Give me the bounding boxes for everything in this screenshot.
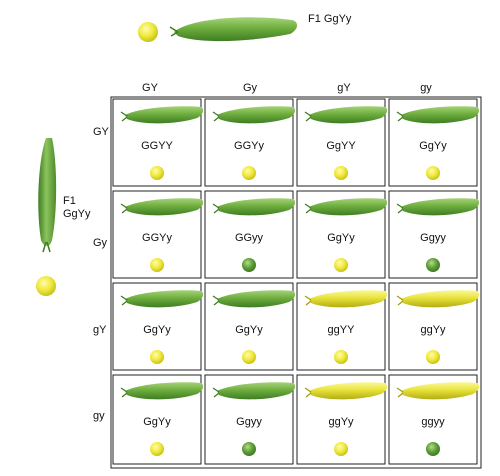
yellow-pea (150, 166, 164, 180)
genotype-label: GGYy (142, 232, 172, 244)
top-parent-pod (169, 17, 298, 42)
side-parent-pea (36, 276, 56, 296)
genotype-label: GgYY (326, 140, 356, 152)
green-pod (217, 198, 296, 216)
genotype-label: ggYY (328, 324, 356, 336)
column-header-1: GY (142, 82, 158, 94)
green-pod (217, 382, 296, 400)
yellow-pod (401, 290, 480, 308)
pod-stem (212, 387, 220, 398)
yellow-pea (150, 258, 164, 272)
yellow-pea (426, 166, 440, 180)
pod-stem (396, 295, 404, 306)
genotype-label: ggyy (421, 416, 445, 428)
punnett-cell: Ggyy (204, 374, 296, 465)
genotype-label: GGyy (235, 232, 264, 244)
pod-stem (212, 295, 220, 306)
row-header-3: gY (93, 324, 107, 336)
pod-stem (212, 111, 220, 122)
yellow-pod (309, 382, 388, 400)
green-pod (401, 106, 480, 124)
yellow-pea (150, 442, 164, 456)
pod-stem (120, 111, 128, 122)
pod-stem (304, 203, 312, 214)
column-header-3: gY (337, 82, 351, 94)
green-pea (426, 442, 440, 456)
punnett-cell: GGyy (204, 190, 296, 279)
pod-stem (120, 203, 128, 214)
side-parent-pod (38, 138, 57, 253)
punnett-cell: Ggyy (388, 190, 480, 279)
yellow-pea (426, 350, 440, 364)
punnett-cell: GGYY (112, 98, 204, 187)
yellow-pea (150, 350, 164, 364)
punnett-cell: ggYY (296, 282, 388, 371)
punnett-cell: GgYy (204, 282, 296, 371)
green-pod (125, 198, 204, 216)
green-pea (242, 258, 256, 272)
yellow-pea (242, 166, 256, 180)
green-pod (125, 290, 204, 308)
green-pod (217, 290, 296, 308)
yellow-pea (334, 442, 348, 456)
punnett-cell: GgYy (112, 282, 204, 371)
side-parent-label-f1: F1 (63, 195, 76, 207)
side-parent-label-genotype: GgYy (63, 208, 91, 220)
pod-stem (304, 387, 312, 398)
column-header-2: Gy (242, 82, 258, 94)
row-header-4: gy (93, 410, 105, 422)
pod-stem (304, 295, 312, 306)
row-header-1: GY (93, 126, 109, 138)
yellow-pod (309, 290, 388, 308)
pod-stem (396, 203, 404, 214)
green-pea (426, 258, 440, 272)
punnett-cell: GgYy (296, 190, 388, 279)
pod-stem (396, 387, 404, 398)
pod-stem (120, 387, 128, 398)
genotype-label: GgYy (235, 324, 263, 336)
green-pod (401, 198, 480, 216)
genotype-label: GGYY (141, 140, 173, 152)
genotype-label: Ggyy (420, 232, 446, 244)
green-pod (217, 106, 296, 124)
yellow-pod (401, 382, 480, 400)
genotype-label: GgYy (143, 416, 171, 428)
green-pod (309, 198, 388, 216)
row-header-2: Gy (93, 237, 108, 249)
green-pod (309, 106, 388, 124)
genotype-label: ggYy (420, 324, 446, 336)
pod-stem (120, 295, 128, 306)
pod-stem (396, 111, 404, 122)
yellow-pea (242, 350, 256, 364)
green-pod (125, 106, 204, 124)
pod-stem (212, 203, 220, 214)
genotype-label: Ggyy (236, 416, 262, 428)
punnett-cell: ggYy (296, 374, 388, 465)
yellow-pea (334, 258, 348, 272)
punnett-cell: GGYy (112, 190, 204, 279)
top-parent-pea (138, 22, 158, 42)
genotype-label: GgYy (419, 140, 447, 152)
punnett-cell: GGYy (204, 98, 296, 187)
punnett-cell: GgYy (112, 374, 204, 465)
punnett-cell: ggYy (388, 282, 480, 371)
green-pod (125, 382, 204, 400)
genotype-label: ggYy (328, 416, 354, 428)
genotype-label: GGYy (234, 140, 264, 152)
punnett-cell: GgYY (296, 98, 388, 187)
column-header-4: gy (420, 82, 432, 94)
genotype-label: GgYy (143, 324, 171, 336)
green-pea (242, 442, 256, 456)
genotype-label: GgYy (327, 232, 355, 244)
yellow-pea (334, 166, 348, 180)
pod-stem (304, 111, 312, 122)
yellow-pea (334, 350, 348, 364)
punnett-cell: GgYy (388, 98, 480, 187)
punnett-cell: ggyy (388, 374, 480, 465)
top-parent-label: F1 GgYy (308, 13, 352, 25)
